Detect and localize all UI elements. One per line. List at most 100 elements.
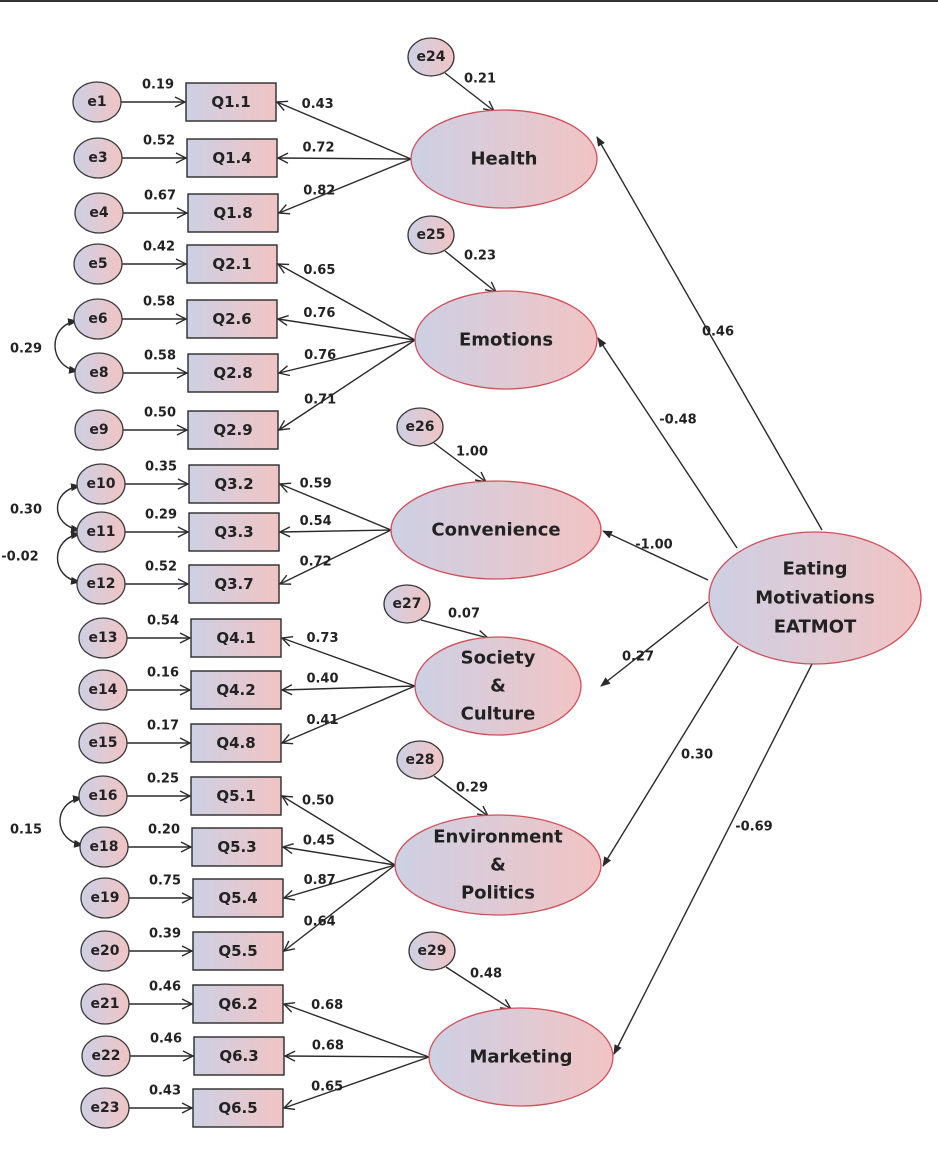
loading-arrow (279, 158, 412, 213)
error-node (78, 617, 128, 659)
error-node-label: e8 (89, 365, 108, 381)
indicator-box (185, 82, 277, 122)
nodes-layer (72, 37, 922, 1129)
error-node-label: e19 (91, 890, 120, 906)
indicator-label: Q4.1 (216, 629, 255, 647)
error-node (73, 137, 123, 179)
factor-health-ellipse (410, 109, 598, 209)
second-order-path-arrow (602, 645, 739, 867)
factor-loading-value: 0.76 (303, 306, 335, 321)
indicator-box (190, 670, 282, 710)
indicator-label: Q3.2 (214, 475, 253, 493)
error-variance-value: 0.39 (149, 927, 181, 942)
second-order-path-value: -0.48 (659, 413, 696, 428)
loading-arrow (278, 158, 412, 159)
indicator-box (192, 878, 284, 918)
factor-society-label: Society (461, 648, 536, 669)
indicator-label: Q6.5 (218, 1099, 257, 1117)
error-node (72, 81, 122, 123)
error-variance-value: 0.46 (150, 1032, 182, 1047)
error-node (78, 669, 128, 711)
eatmot-label: Eating (783, 559, 848, 580)
indicator-box (187, 410, 279, 450)
edges-layer (54, 72, 823, 1108)
indicator-label: Q5.3 (217, 838, 256, 856)
factor-loading-value: 0.50 (302, 794, 334, 809)
loading-arrow (282, 638, 416, 687)
error-node-label: e11 (87, 524, 116, 540)
indicator-box (188, 512, 280, 552)
factor-environment-label: & (490, 855, 506, 876)
error-node (74, 409, 124, 451)
factor-loading-value: 0.45 (303, 833, 335, 848)
error-variance-value: 0.75 (149, 874, 181, 889)
error-node (80, 930, 130, 972)
latent-error-arrow (444, 72, 494, 111)
loading-arrow (280, 529, 392, 584)
latent-error-node (408, 931, 456, 971)
error-node (81, 1035, 131, 1077)
latent-error-value: 0.23 (464, 249, 496, 264)
factor-environment-ellipse (394, 814, 602, 916)
error-node-label: e16 (89, 788, 118, 804)
loading-arrow (284, 864, 396, 898)
error-node-label: e20 (91, 943, 120, 959)
error-node-label: e15 (89, 735, 118, 751)
indicator-box (188, 564, 280, 604)
loading-arrow (284, 1004, 430, 1058)
error-variance-value: 0.29 (145, 508, 177, 523)
eatmot-label: EATMOT (774, 617, 857, 638)
error-node (78, 775, 128, 817)
indicator-label: Q2.1 (212, 255, 251, 273)
factor-loading-value: 0.71 (304, 393, 336, 408)
factor-loading-value: 0.54 (300, 514, 332, 529)
error-variance-value: 0.58 (144, 349, 176, 364)
error-covariance-arrow (56, 531, 81, 585)
loading-arrow (282, 796, 396, 866)
error-node (80, 877, 130, 919)
error-variance-value: 0.16 (147, 666, 179, 681)
factor-loading-value: 0.43 (302, 97, 334, 112)
factor-loading-value: 0.65 (303, 263, 335, 278)
error-covariance-value: 0.15 (10, 823, 42, 838)
loading-arrow (280, 530, 392, 532)
indicator-label: Q4.8 (216, 734, 255, 752)
loading-arrow (285, 1056, 430, 1057)
indicator-label: Q2.8 (213, 364, 252, 382)
error-variance-value: 0.42 (143, 240, 175, 255)
latent-error-value: 0.48 (470, 967, 502, 982)
latent-error-node (383, 584, 431, 624)
factor-society-label: Culture (461, 704, 536, 725)
error-node (76, 563, 126, 605)
factor-loading-value: 0.68 (311, 998, 343, 1013)
error-node-label: e4 (89, 205, 108, 221)
factor-loading-value: 0.82 (303, 184, 335, 199)
error-node (76, 511, 126, 553)
error-variance-value: 0.52 (143, 134, 175, 149)
error-node (80, 1087, 130, 1129)
error-node-label: e13 (89, 630, 118, 646)
latent-error-label: e28 (406, 752, 435, 768)
error-node-label: e21 (91, 996, 120, 1012)
error-node-label: e3 (88, 150, 107, 166)
error-node (80, 983, 130, 1025)
error-node-label: e14 (89, 682, 118, 698)
indicator-label: Q1.1 (211, 93, 250, 111)
error-node-label: e22 (92, 1048, 121, 1064)
second-order-path-value: -0.69 (735, 820, 772, 835)
error-covariance-arrow (56, 483, 81, 533)
error-node (74, 192, 124, 234)
factor-society-ellipse (414, 636, 582, 736)
indicator-label: Q1.4 (212, 149, 251, 167)
loading-arrow (279, 339, 416, 430)
factor-loading-value: 0.41 (306, 713, 338, 728)
error-node (73, 298, 123, 340)
error-variance-value: 0.19 (142, 78, 174, 93)
indicator-box (188, 464, 280, 504)
latent-error-arrow (444, 250, 496, 292)
latent-error-node (396, 407, 444, 447)
error-node (76, 463, 126, 505)
loading-arrow (278, 319, 416, 341)
